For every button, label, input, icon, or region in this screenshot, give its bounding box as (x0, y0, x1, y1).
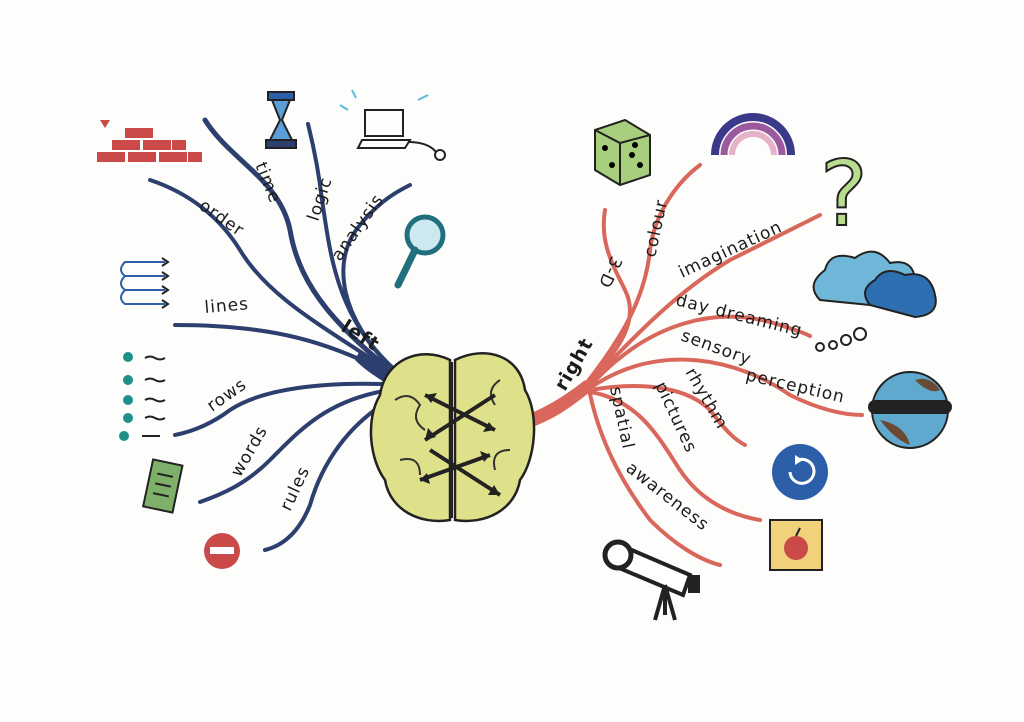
magnifier-icon (394, 214, 446, 289)
rainbow-icon (711, 113, 795, 156)
branch-3d (583, 208, 632, 387)
dice-icon (594, 118, 651, 187)
hourglass-icon (265, 91, 297, 149)
label-spatial: spatial (605, 385, 638, 451)
globe-icon (868, 371, 952, 449)
no-entry-icon (204, 533, 240, 569)
telescope-icon (602, 539, 700, 621)
label-analysis: analysis (328, 190, 388, 264)
branch-rules (263, 388, 410, 552)
brain-icon (369, 352, 536, 523)
branch-rhythm (588, 384, 747, 447)
branch-imagination (586, 213, 822, 387)
svg-text:?: ? (820, 142, 868, 247)
laptop-icon (339, 89, 446, 161)
branch-pictures (588, 390, 762, 522)
question-mark-icon: ? (819, 141, 869, 248)
label-words: words (227, 422, 272, 480)
label-order: order (195, 196, 248, 241)
label-logic: logic (304, 175, 337, 224)
label-imagination: imagination (676, 217, 786, 282)
branch-time (202, 117, 408, 385)
dots-list-icon (119, 352, 166, 441)
arrows-icon (120, 257, 170, 309)
branch-day-dreaming (588, 314, 812, 388)
refresh-icon (772, 444, 828, 500)
apple-picture-icon (769, 519, 823, 571)
branch-rows (173, 381, 407, 437)
branch-analysis (341, 183, 412, 372)
bricks-icon (97, 120, 202, 162)
branch-colour (583, 163, 702, 387)
branch-spatial-awareness (588, 392, 722, 567)
branch-order (148, 178, 402, 380)
branch-words (198, 386, 407, 504)
label-perception: perception (744, 365, 847, 407)
branch-sensory-perception (588, 357, 864, 417)
cloud-icon (812, 250, 937, 352)
left-branches (148, 117, 412, 552)
book-icon (141, 458, 184, 514)
label-colour: colour (640, 198, 672, 260)
label-time: time (250, 159, 284, 206)
label-lines: lines (204, 294, 250, 318)
